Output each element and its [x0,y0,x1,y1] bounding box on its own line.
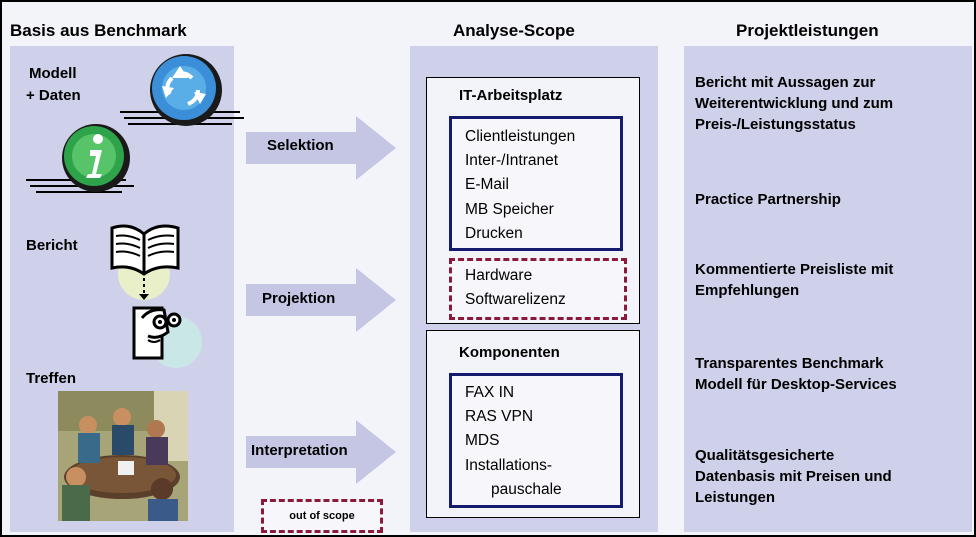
right-column [684,46,972,532]
list-item: FAX IN [465,384,515,401]
komponenten-box: Komponenten FAX IN RAS VPN MDS Installat… [426,330,640,518]
list-item: Softwarelizenz [465,291,566,309]
header-middle: Analyse-Scope [453,21,575,40]
it-arbeitsplatz-box: IT-Arbeitsplatz Clientleistungen Inter-/… [426,77,640,324]
list-item: MB Speicher [465,200,554,218]
list-item: pauschale [491,480,562,498]
result-benchmark-modell: Transparentes Benchmark Modell für Deskt… [695,355,897,393]
label-bericht: Bericht [26,237,78,254]
arrow-label-interpretation: Interpretation [251,442,348,459]
list-item: E-Mail [465,176,509,194]
info-icon [26,124,134,193]
label-modell: Modell [29,65,77,82]
label-daten: + Daten [26,87,81,104]
result-practice-partnership: Practice Partnership [695,191,841,208]
list-item: Installations- [465,456,553,474]
result-datenbasis: Qualitätsgesicherte Datenbasis mit Preis… [695,447,892,506]
it-in-scope-list: Clientleistungen Inter-/Intranet E-Mail … [449,116,623,251]
komponenten-list: FAX IN RAS VPN MDS Installations- pausch… [449,373,623,508]
arrow-selektion [246,116,396,180]
meeting-illustration [58,391,188,521]
list-item: RAS VPN [465,408,534,426]
it-out-of-scope-list: Hardware Softwarelizenz [449,258,627,320]
result-bericht: Bericht mit Aussagen zur Weiterentwicklu… [695,74,894,133]
recycle-icon [120,54,244,126]
komponenten-title: Komponenten [459,344,560,361]
list-item: Hardware [465,267,533,284]
book-icon [110,224,180,300]
result-preisliste: Kommentierte Preisliste mit Empfehlungen [695,261,894,299]
list-item: MDS [465,432,500,450]
out-of-scope-legend: out of scope [261,499,383,533]
list-item: Clientleistungen [465,128,576,145]
header-left: Basis aus Benchmark [10,21,187,40]
list-item: Drucken [465,224,523,242]
arrow-interpretation [246,420,396,484]
label-treffen: Treffen [26,370,77,387]
it-arbeitsplatz-title: IT-Arbeitsplatz [459,87,563,104]
reader-icon [132,306,202,368]
header-right: Projektleistungen [736,21,879,40]
arrow-label-projektion: Projektion [262,290,336,307]
list-item: Inter-/Intranet [465,152,559,170]
arrow-projektion [246,268,396,332]
arrow-label-selektion: Selektion [267,137,334,154]
